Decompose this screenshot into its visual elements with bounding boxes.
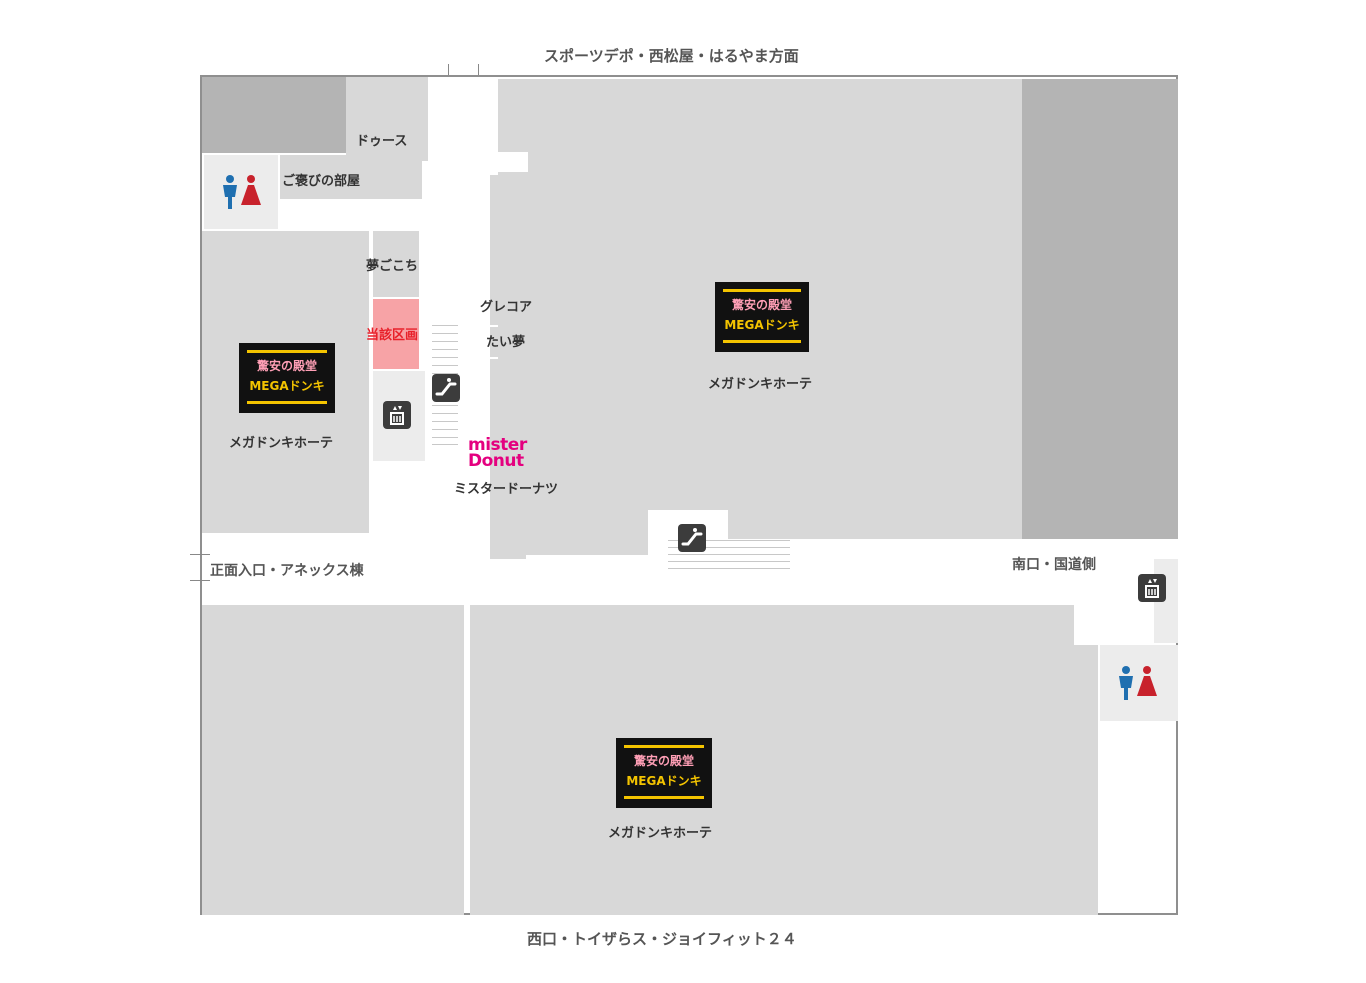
elevator-icon [383, 401, 411, 429]
label-yumegokochi: 夢ごこち [366, 259, 419, 274]
label-gohoubi: ご褒びの部屋 [282, 174, 361, 189]
shop-mega-south[interactable] [470, 605, 1074, 915]
mega-logo-east: 驚安の殿堂 MEGAドンキ [715, 282, 809, 352]
direction-north: スポーツデポ・西松屋・はるやま方面 [544, 47, 799, 65]
escalator-icon [432, 374, 460, 402]
shop-mega-south-ext[interactable] [1070, 605, 1074, 645]
direction-east: 南口・国道側 [1012, 557, 1096, 573]
misterdonut-logo: mister Donut [468, 435, 527, 471]
toilet-icon [220, 175, 264, 215]
escalator-steps-south [668, 540, 790, 570]
mega-logo-south: 驚安の殿堂 MEGAドンキ [616, 738, 712, 808]
toilet-se[interactable] [1100, 645, 1178, 721]
label-mega-east: メガドンキホーテ [708, 377, 813, 392]
shop-gohoubi[interactable] [280, 155, 422, 199]
label-target: 当該区画 [366, 328, 419, 343]
label-taimu: たい夢 [486, 335, 526, 350]
storage-block-ne [1022, 79, 1178, 539]
toilet-icon [1116, 666, 1160, 706]
shop-southwest[interactable] [202, 605, 464, 915]
direction-west: 正面入口・アネックス棟 [210, 563, 364, 579]
escalator-icon [678, 524, 706, 552]
shop-doos[interactable] [346, 77, 428, 161]
toilet-nw[interactable] [204, 155, 278, 229]
label-misterdonut: ミスタードーナツ [454, 482, 559, 497]
shop-yumegokochi[interactable] [373, 231, 419, 297]
shop-mega-south-ext2[interactable] [1074, 645, 1098, 915]
label-mega-west: メガドンキホーテ [229, 436, 334, 451]
label-mega-south: メガドンキホーテ [608, 826, 713, 841]
label-doos: ドゥース [356, 134, 408, 149]
target-area[interactable] [373, 299, 419, 369]
direction-south: 西口・トイザらス・ジョイフィット２４ [527, 930, 797, 948]
label-greco: グレコア [480, 300, 533, 315]
mega-logo-west: 驚安の殿堂 MEGAドンキ [239, 343, 335, 413]
elevator-icon [1138, 574, 1166, 602]
storage-block-nw [202, 77, 346, 153]
